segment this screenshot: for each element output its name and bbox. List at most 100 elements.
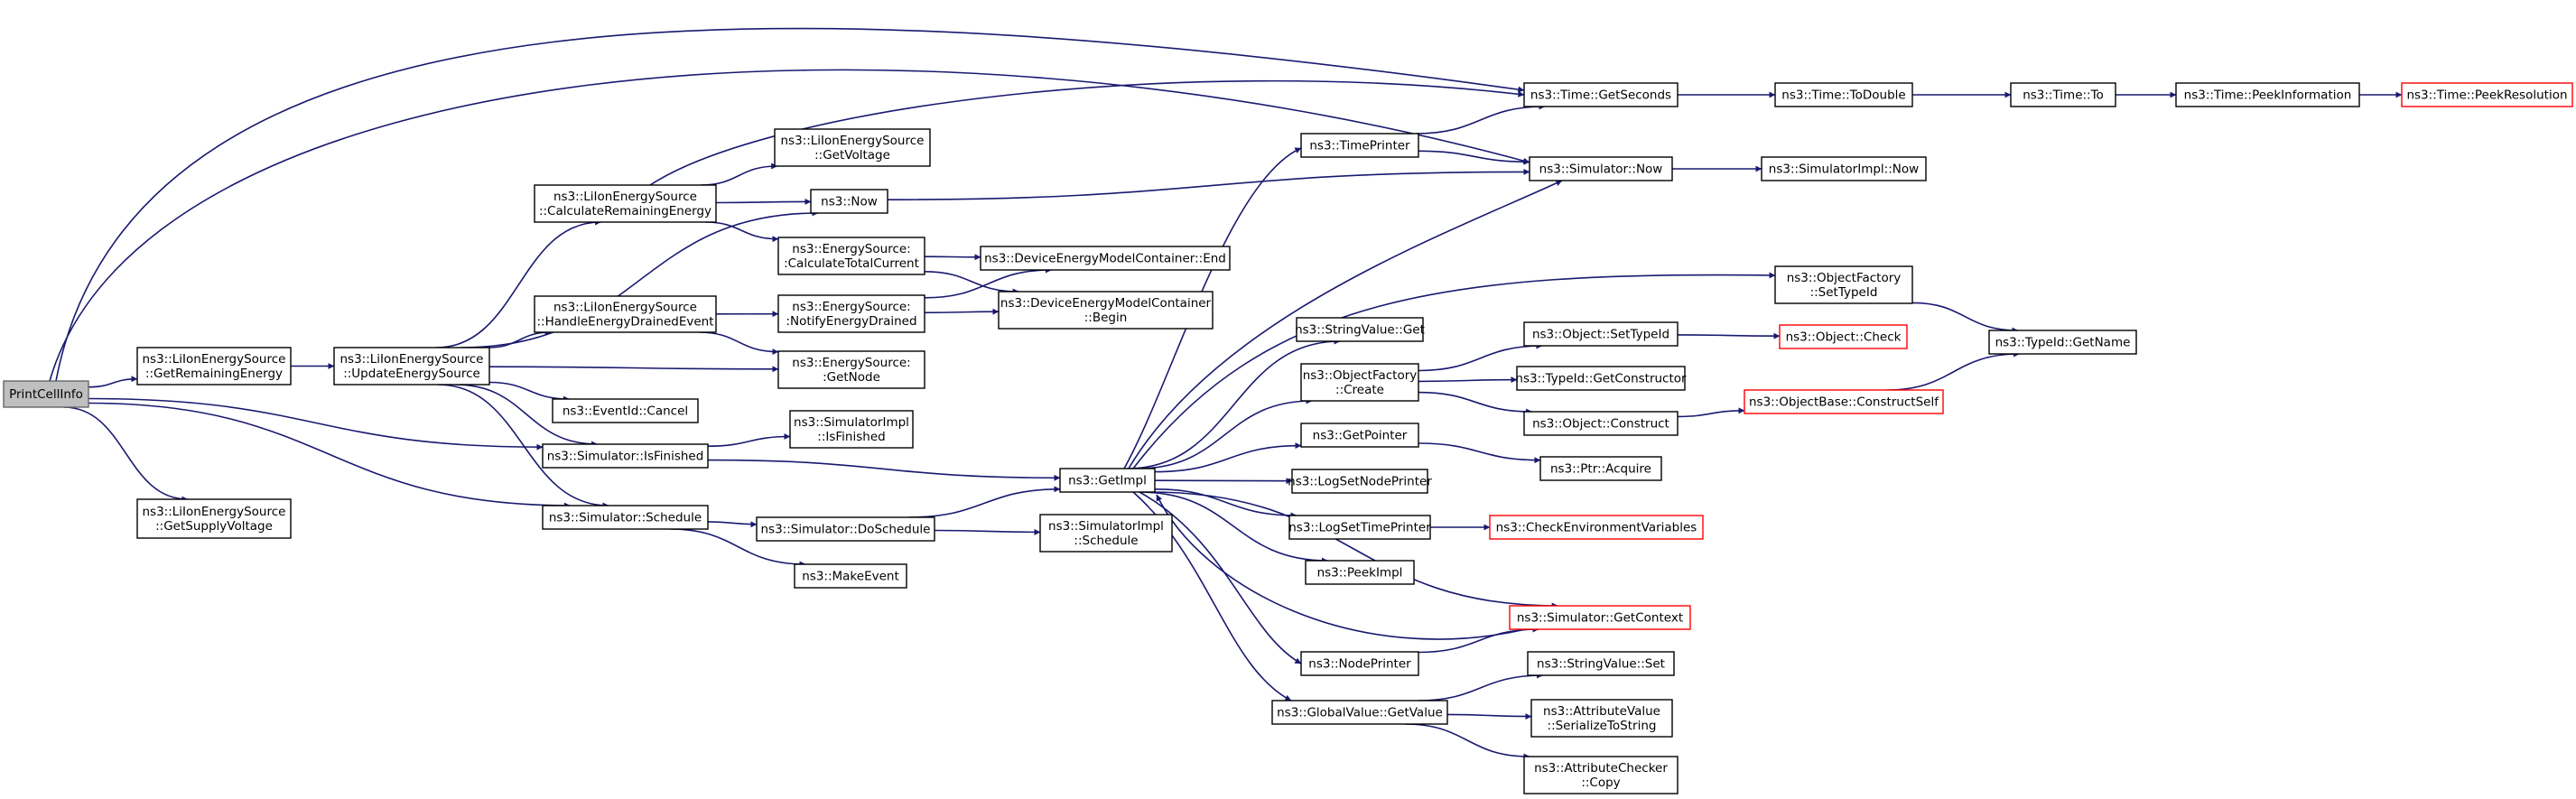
node-simulator-do-schedule[interactable]: ns3::Simulator::DoSchedule bbox=[756, 516, 935, 542]
node-object-factory-create[interactable]: ns3::ObjectFactory::Create bbox=[1300, 363, 1419, 402]
node-object-construct[interactable]: ns3::Object::Construct bbox=[1523, 411, 1679, 436]
node-type-id-get-name[interactable]: ns3::TypeId::GetName bbox=[1988, 330, 2137, 355]
node-box bbox=[777, 237, 925, 275]
node-label: ns3::SimulatorImpl bbox=[1048, 519, 1164, 534]
node-device-container-begin[interactable]: ns3::DeviceEnergyModelContainer::Begin bbox=[998, 291, 1214, 330]
node-global-value-get-value[interactable]: ns3::GlobalValue::GetValue bbox=[1271, 700, 1448, 725]
node-object-base-construct-self[interactable]: ns3::ObjectBase::ConstructSelf bbox=[1744, 389, 1944, 414]
node-peek-impl[interactable]: ns3::PeekImpl bbox=[1305, 560, 1415, 585]
node-box bbox=[1296, 317, 1424, 342]
node-time-get-seconds[interactable]: ns3::Time::GetSeconds bbox=[1523, 82, 1679, 107]
node-object-set-type-id[interactable]: ns3::Object::SetTypeId bbox=[1523, 321, 1679, 347]
node-simulator-impl-now[interactable]: ns3::SimulatorImpl::Now bbox=[1761, 156, 1927, 181]
call-edge-now-to-simulator-now bbox=[887, 168, 1530, 200]
node-simulator-now[interactable]: ns3::Simulator::Now bbox=[1529, 156, 1673, 181]
node-notify-energy-drained[interactable]: ns3::EnergySource::NotifyEnergyDrained bbox=[777, 294, 925, 333]
node-label: ns3::Object::Construct bbox=[1532, 417, 1669, 432]
node-label: ns3::StringValue::Set bbox=[1537, 657, 1665, 672]
node-box bbox=[1039, 514, 1173, 553]
node-print-cell-info[interactable]: PrintCellInfo bbox=[3, 380, 89, 408]
node-calculate-remaining-energy[interactable]: ns3::LiIonEnergySource::CalculateRemaini… bbox=[534, 184, 717, 223]
node-get-node[interactable]: ns3::EnergySource::GetNode bbox=[777, 350, 925, 389]
node-get-pointer[interactable]: ns3::GetPointer bbox=[1300, 423, 1419, 448]
call-edge-get-impl-to-object-factory-set-type-id bbox=[1132, 272, 1776, 469]
node-update-energy-source[interactable]: ns3::LiIonEnergySource::UpdateEnergySour… bbox=[333, 347, 490, 386]
node-time-peek-information[interactable]: ns3::Time::PeekInformation bbox=[2175, 82, 2360, 107]
node-label: ::Schedule bbox=[1074, 534, 1138, 548]
node-object-check[interactable]: ns3::Object::Check bbox=[1779, 324, 1908, 349]
node-box bbox=[1300, 423, 1419, 448]
call-edge-calculate-total-current-to-device-container-begin bbox=[924, 271, 1019, 295]
node-time-printer[interactable]: ns3::TimePrinter bbox=[1300, 133, 1419, 158]
node-label: ::Begin bbox=[1084, 311, 1128, 325]
node-box bbox=[552, 398, 699, 423]
node-log-set-time-printer[interactable]: ns3::LogSetTimePrinter bbox=[1288, 515, 1431, 540]
node-attribute-value-serialize[interactable]: ns3::AttributeValue::SerializeToString bbox=[1530, 699, 1673, 738]
node-label: ns3::Ptr::Acquire bbox=[1550, 462, 1651, 477]
node-box bbox=[810, 189, 888, 214]
node-time-peek-resolution[interactable]: ns3::Time::PeekResolution bbox=[2401, 82, 2573, 107]
node-string-value-set[interactable]: ns3::StringValue::Set bbox=[1527, 651, 1675, 676]
call-edge-get-impl-to-get-pointer bbox=[1154, 442, 1302, 473]
node-log-set-node-printer[interactable]: ns3::LogSetNodePrinter bbox=[1288, 469, 1432, 494]
node-box bbox=[1523, 321, 1679, 347]
call-edge-object-factory-create-to-type-id-get-constructor bbox=[1418, 376, 1518, 384]
node-box bbox=[542, 505, 709, 530]
node-simulator-get-context[interactable]: ns3::Simulator::GetContext bbox=[1509, 605, 1691, 630]
call-edge-print-cell-info-to-time-get-seconds bbox=[55, 27, 1525, 382]
node-box bbox=[3, 380, 89, 408]
node-get-supply-voltage[interactable]: ns3::LiIonEnergySource::GetSupplyVoltage bbox=[136, 498, 292, 539]
node-label: ns3::Time::To bbox=[2023, 88, 2104, 103]
node-label: ns3::StringValue::Get bbox=[1295, 323, 1425, 338]
node-ptr-acquire[interactable]: ns3::Ptr::Acquire bbox=[1539, 456, 1662, 481]
node-attribute-checker-copy[interactable]: ns3::AttributeChecker::Copy bbox=[1523, 756, 1679, 794]
node-box bbox=[1774, 82, 1913, 107]
node-label: ns3::MakeEvent bbox=[802, 570, 899, 584]
node-simulator-impl-schedule[interactable]: ns3::SimulatorImpl::Schedule bbox=[1039, 514, 1173, 553]
node-label: ns3::Simulator::Schedule bbox=[549, 511, 702, 525]
node-get-impl[interactable]: ns3::GetImpl bbox=[1059, 468, 1156, 493]
node-handle-energy-drained-event[interactable]: ns3::LiIonEnergySource::HandleEnergyDrai… bbox=[534, 295, 717, 333]
node-label: ns3::SimulatorImpl bbox=[794, 415, 909, 430]
call-nodes: PrintCellInfons3::LiIonEnergySource::Get… bbox=[3, 82, 2573, 794]
node-make-event[interactable]: ns3::MakeEvent bbox=[794, 563, 907, 589]
call-edge-get-impl-to-string-value-get bbox=[1127, 338, 1341, 469]
call-edge-object-base-construct-self-to-type-id-get-name bbox=[1886, 350, 2021, 391]
call-edge-simulator-schedule-to-simulator-do-schedule bbox=[707, 521, 758, 528]
node-time-to-double[interactable]: ns3::Time::ToDouble bbox=[1774, 82, 1913, 107]
node-simulator-is-finished[interactable]: ns3::Simulator::IsFinished bbox=[542, 443, 709, 469]
call-edge-get-impl-to-object-factory-create bbox=[1137, 397, 1313, 469]
call-edges bbox=[49, 27, 2403, 760]
node-label: ns3::Time::PeekResolution bbox=[2406, 88, 2567, 103]
node-type-id-get-constructor[interactable]: ns3::TypeId::GetConstructor bbox=[1515, 366, 1687, 391]
node-string-value-get[interactable]: ns3::StringValue::Get bbox=[1295, 317, 1425, 342]
node-label: ::GetSupplyVoltage bbox=[155, 519, 273, 534]
node-label: ns3::LiIonEnergySource bbox=[143, 352, 286, 367]
node-get-remaining-energy[interactable]: ns3::LiIonEnergySource::GetRemainingEner… bbox=[136, 347, 292, 386]
node-get-voltage[interactable]: ns3::LiIonEnergySource::GetVoltage bbox=[774, 128, 931, 167]
call-edge-print-cell-info-to-simulator-is-finished bbox=[88, 397, 544, 451]
node-event-id-cancel[interactable]: ns3::EventId::Cancel bbox=[552, 398, 699, 423]
node-label: :CalculateTotalCurrent bbox=[784, 256, 919, 271]
node-box bbox=[1529, 156, 1673, 181]
call-edge-get-pointer-to-ptr-acquire bbox=[1418, 442, 1541, 464]
node-simulator-impl-is-finished[interactable]: ns3::SimulatorImpl::IsFinished bbox=[789, 410, 914, 449]
call-edge-get-impl-to-simulator-now bbox=[1128, 180, 1563, 469]
node-simulator-schedule[interactable]: ns3::Simulator::Schedule bbox=[542, 505, 709, 530]
node-device-container-end[interactable]: ns3::DeviceEnergyModelContainer::End bbox=[980, 246, 1231, 271]
node-time-to[interactable]: ns3::Time::To bbox=[2010, 82, 2116, 107]
node-now[interactable]: ns3::Now bbox=[810, 189, 888, 214]
node-node-printer[interactable]: ns3::NodePrinter bbox=[1300, 651, 1419, 676]
node-calculate-total-current[interactable]: ns3::EnergySource::CalculateTotalCurrent bbox=[777, 237, 925, 275]
node-label: ::UpdateEnergySource bbox=[343, 367, 480, 381]
node-object-factory-set-type-id[interactable]: ns3::ObjectFactory::SetTypeId bbox=[1774, 265, 1913, 304]
node-check-environment-variables[interactable]: ns3::CheckEnvironmentVariables bbox=[1489, 515, 1704, 540]
node-label: ns3::CheckEnvironmentVariables bbox=[1496, 521, 1697, 535]
node-label: ns3::EventId::Cancel bbox=[563, 404, 688, 419]
call-edge-global-value-get-value-to-attribute-value-serialize bbox=[1446, 713, 1532, 720]
node-box bbox=[136, 498, 292, 539]
node-label: ns3::Time::PeekInformation bbox=[2184, 88, 2352, 103]
node-box bbox=[789, 410, 914, 449]
node-label: ns3::LogSetTimePrinter bbox=[1288, 521, 1431, 535]
call-edge-update-energy-source-to-simulator-schedule bbox=[437, 384, 609, 509]
